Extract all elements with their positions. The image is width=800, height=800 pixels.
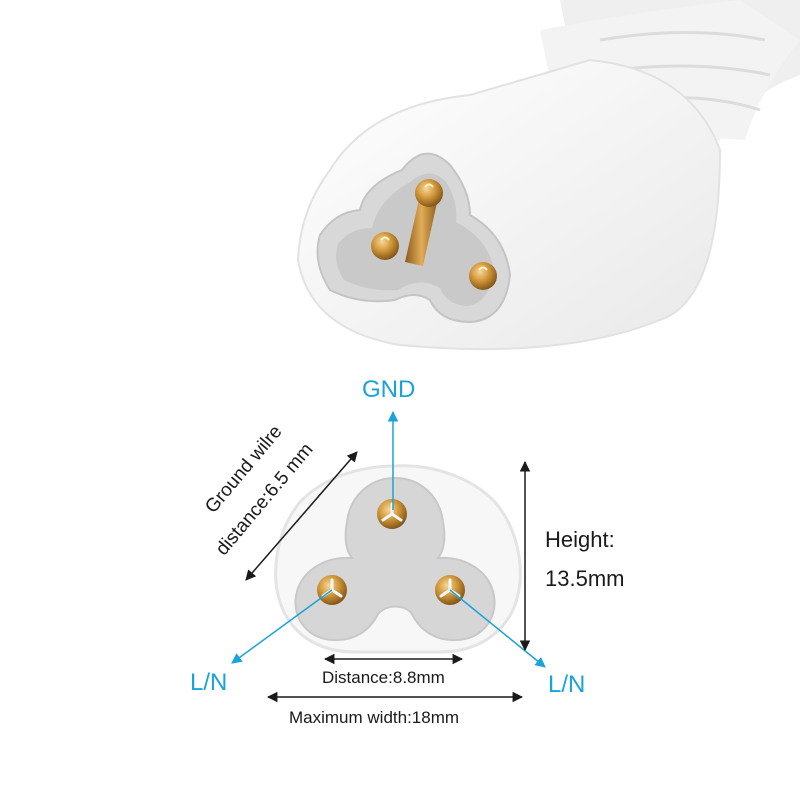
ln-right-pointer: [449, 589, 546, 668]
pin-distance-label: Distance:8.8mm: [322, 668, 445, 687]
ln-right-label: L/N: [548, 671, 586, 698]
gnd-pin-photo: [415, 179, 443, 207]
ln-pin-left-photo: [371, 232, 399, 260]
connector-face: [274, 464, 522, 654]
height-title: Height:: [545, 527, 615, 552]
ln-left-pointer: [231, 589, 333, 664]
ln-pin-right-photo: [469, 262, 497, 290]
ln-left-label: L/N: [190, 669, 228, 696]
gnd-pin: [377, 499, 407, 529]
plug-photo: [296, 0, 800, 351]
ground-distance-arrow: [245, 451, 358, 581]
gnd-label: GND: [362, 376, 416, 403]
max-width-label: Maximum width:18mm: [289, 708, 460, 727]
gnd-rod: [405, 195, 438, 266]
height-value: 13.5mm: [545, 566, 625, 591]
